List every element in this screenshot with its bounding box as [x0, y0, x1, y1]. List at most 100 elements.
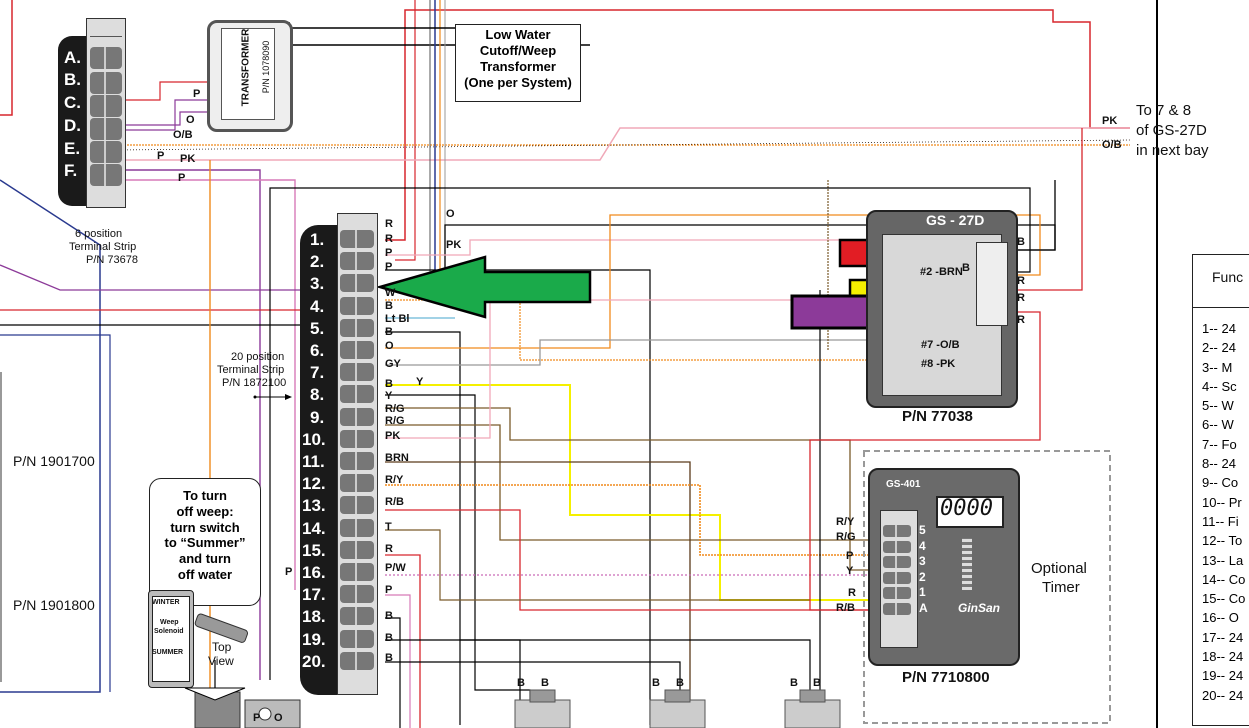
strip-wire-label: B [385, 300, 393, 312]
six-strip-caption-2: Terminal Strip [69, 241, 137, 253]
terminal-number: 6. [310, 341, 325, 360]
gs401-title: GS-401 [886, 479, 921, 490]
six-strip-letter-b: B. [64, 70, 81, 89]
bottom-wire-o: O [274, 712, 283, 724]
terminal-number: 1. [310, 230, 325, 249]
left-panel [0, 372, 2, 682]
terminal-screw [340, 629, 374, 648]
gs401-screw [883, 602, 911, 615]
terminal-screw [340, 252, 374, 271]
legend-item: 1-- 24 [1202, 321, 1236, 336]
terminal-number: 4. [310, 296, 325, 316]
twenty-strip-caption-2: Terminal Strip [217, 364, 285, 376]
six-strip-letter-a: A. [64, 48, 81, 67]
gs27d-right-label: R [1017, 314, 1025, 326]
strip-wire-label: BRN [385, 452, 409, 464]
function-legend [1192, 254, 1249, 726]
transformer-pn: P/N 1078090 [261, 40, 271, 94]
gs401-wire-label: P [846, 550, 854, 562]
terminal-number: 7. [310, 363, 325, 383]
o-wire-label: O [446, 208, 455, 220]
twenty-strip-caption-3: P/N 1872100 [222, 377, 287, 389]
legend-item: 3-- M [1202, 359, 1233, 375]
switch-weep: Weep [160, 619, 179, 626]
top-view-2: View [208, 654, 234, 668]
gs27d-pn: P/N 77038 [902, 408, 973, 425]
terminal-screw [340, 651, 374, 670]
terminal-number: 3. [310, 274, 325, 294]
terminal-screw [340, 385, 374, 404]
legend-item: 5-- W [1202, 398, 1234, 414]
gs401-terminal: 5 [919, 523, 926, 537]
motor-wire-b: B [517, 677, 525, 689]
gs401-pn: P/N 7710800 [902, 669, 990, 686]
gs401-terminal: 1 [919, 585, 926, 599]
strip-wire-label: O [385, 340, 394, 352]
green-arrow [375, 255, 592, 319]
terminal-number: 18. [302, 607, 326, 627]
gs401-screw [883, 525, 911, 537]
six-strip-letter-d: D. [64, 116, 81, 135]
bottom-wire-p: P [253, 712, 261, 724]
strip-wire-label: Lt Bl [385, 313, 410, 325]
transformer-name: TRANSFORMER [240, 28, 252, 107]
legend-item: 14-- Co [1202, 571, 1246, 587]
legend-item: 13-- La [1202, 552, 1244, 568]
strip-wire-label: P/W [385, 562, 406, 574]
terminal-screw [340, 407, 374, 426]
terminal-number: 17. [302, 585, 326, 605]
legend-item: 4-- Sc [1202, 378, 1237, 394]
gs401-screw [883, 556, 911, 568]
strip-wire-label: B [385, 378, 393, 390]
switch-solenoid: Solenoid [154, 628, 184, 635]
gs401-terminal: 2 [919, 569, 926, 584]
optional-timer-2: Timer [1042, 579, 1080, 596]
gs27d-pin: #7 -O/B [921, 339, 960, 351]
legend-item: 9-- Co [1202, 475, 1239, 491]
gs401-screw [883, 587, 911, 599]
gs27d-pin-mid: B [962, 262, 970, 274]
to-gs27d-callout-3: in next bay [1136, 142, 1209, 159]
motor-wire-b: B [790, 677, 798, 689]
strip-wire-label: R [385, 218, 393, 230]
strip-wire-label: Y [385, 390, 393, 402]
gs401-display: 0000 [940, 496, 993, 521]
strip-wire-label: PK [385, 430, 401, 442]
terminal-screw [340, 474, 374, 493]
legend-item: 15-- Co [1202, 591, 1246, 607]
to-gs27d-callout-1: To 7 & 8 [1136, 102, 1192, 119]
six-strip-screws [90, 22, 124, 202]
strip-wire-label: B [385, 632, 393, 644]
terminal-screw [340, 496, 374, 515]
six-strip-wire-label: PK [180, 153, 196, 165]
strip-wire-label: T [385, 521, 392, 533]
six-strip-wire-label: O/B [173, 129, 193, 141]
strip-wire-label: P [385, 247, 393, 259]
strip-wire-label: R/G [385, 415, 405, 427]
optional-timer-1: Optional [1031, 560, 1087, 577]
terminal-number: 2. [310, 252, 325, 272]
gs401-terminal: 3 [919, 554, 926, 568]
y-wire-label: Y [416, 376, 424, 388]
gs27d-right-label: R [1017, 292, 1025, 304]
legend-item: 18-- 24 [1202, 649, 1244, 665]
legend-item: 19-- 24 [1202, 668, 1244, 684]
low-water-callout: Low Water Cutoff/Weep Transformer (One p… [455, 24, 581, 102]
gs401-wire-label: R/G [836, 531, 856, 543]
terminal-screw [340, 518, 374, 537]
p-wire-label: P [285, 566, 293, 578]
terminal-screw [340, 607, 374, 626]
terminal-number: 20. [302, 651, 326, 671]
strip-wire-label: W [385, 287, 396, 299]
terminal-screw [340, 318, 374, 337]
gs401-wire-label: R/Y [836, 516, 855, 528]
strip-wire-label: R [385, 543, 393, 555]
twenty-strip-screws [340, 230, 376, 690]
six-strip-letter-c: C. [64, 93, 81, 112]
six-strip-wire-label: P [193, 88, 201, 100]
terminal-number: 8. [310, 385, 325, 405]
terminal-number: 12. [302, 474, 326, 494]
legend-item: 7-- Fo [1202, 436, 1237, 452]
gs27d-ob-label: O/B [1102, 139, 1122, 151]
